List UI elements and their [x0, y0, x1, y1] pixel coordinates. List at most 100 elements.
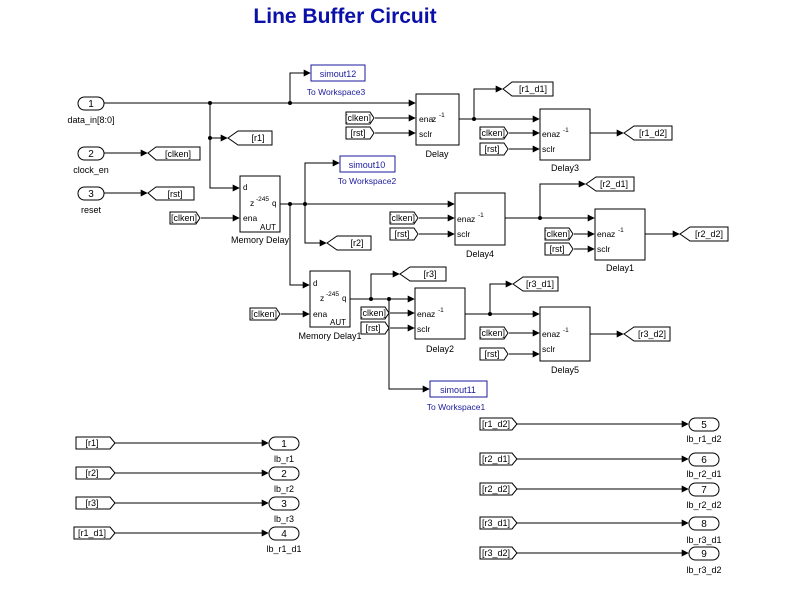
- svg-text:z: z: [250, 198, 254, 208]
- output-lb-r2-d2[interactable]: [r2_d2] 7 lb_r2_d2: [479, 482, 722, 510]
- from-rst[interactable]: [rst]: [389, 227, 419, 241]
- svg-text:[r1]: [r1]: [85, 438, 98, 448]
- svg-text:[r2]: [r2]: [350, 238, 363, 248]
- goto-r2-d2[interactable]: [r2_d2]: [679, 226, 729, 242]
- svg-text:[rst]: [rst]: [550, 244, 565, 254]
- signal-lines: [104, 69, 680, 393]
- delay1-block[interactable]: ena z -1 sclr Delay1: [594, 208, 646, 273]
- workspace-label: To Workspace3: [307, 87, 366, 97]
- goto-r2[interactable]: [r2]: [326, 235, 372, 251]
- delay-block[interactable]: ena z -1 sclr Delay: [415, 93, 460, 159]
- from-clken[interactable]: [clken]: [345, 111, 375, 125]
- memory-delay1-block[interactable]: d z -245 q ena AUT Memory Delay1: [298, 270, 362, 341]
- from-clken[interactable]: [clken]: [360, 306, 390, 320]
- block-label: Memory Delay: [231, 235, 290, 245]
- svg-text:[rst]: [rst]: [351, 128, 366, 138]
- svg-text:[r2_d1]: [r2_d1]: [600, 179, 628, 189]
- svg-text:AUT: AUT: [330, 318, 346, 327]
- to-workspace-2[interactable]: simout10 To Workspace2: [338, 155, 397, 186]
- from-clken[interactable]: [clken]: [479, 126, 509, 140]
- block-label: Delay3: [551, 163, 579, 173]
- svg-text:[r1]: [r1]: [251, 133, 264, 143]
- junction-dots: [208, 101, 542, 316]
- from-clken[interactable]: [clken]: [389, 211, 419, 225]
- goto-rst[interactable]: [rst]: [147, 186, 195, 201]
- delay3-block[interactable]: ena z -1 sclr Delay3: [539, 108, 591, 173]
- svg-text:ena: ena: [243, 213, 257, 223]
- output-lb-r3[interactable]: [r3] 3 lb_r3: [75, 496, 300, 524]
- svg-text:-1: -1: [563, 327, 569, 334]
- inport-data-in[interactable]: 1 data_in[8:0]: [67, 96, 115, 125]
- goto-r3-d1[interactable]: [r3_d1]: [512, 276, 559, 292]
- inport-clock-en[interactable]: 2 clock_en: [73, 146, 109, 175]
- svg-text:8: 8: [701, 519, 707, 530]
- memory-delay-block[interactable]: d z -245 q ena AUT Memory Delay: [231, 175, 290, 245]
- svg-text:z: z: [556, 329, 560, 339]
- output-lb-r3-d2[interactable]: [r3_d2] 9 lb_r3_d2: [479, 546, 722, 575]
- goto-r1-d2[interactable]: [r1_d2]: [623, 125, 673, 141]
- output-lb-r1-d1[interactable]: [r1_d1] 4 lb_r1_d1: [73, 526, 302, 554]
- output-lb-r1-d2[interactable]: [r1_d2] 5 lb_r1_d2: [479, 417, 722, 444]
- inport-reset[interactable]: 3 reset: [77, 186, 105, 215]
- svg-text:[rst]: [rst]: [395, 229, 410, 239]
- from-clken[interactable]: [clken]: [479, 326, 509, 340]
- svg-text:sclr: sclr: [417, 324, 430, 334]
- outport-label: lb_r2: [274, 484, 294, 494]
- svg-text:6: 6: [701, 455, 707, 466]
- svg-text:3: 3: [88, 189, 94, 200]
- svg-text:simout12: simout12: [320, 69, 357, 79]
- svg-text:[r1_d2]: [r1_d2]: [639, 128, 667, 138]
- delay5-block[interactable]: ena z -1 sclr Delay5: [539, 306, 591, 375]
- svg-text:[clken]: [clken]: [251, 309, 277, 319]
- from-rst[interactable]: [rst]: [479, 142, 509, 156]
- svg-text:[clken]: [clken]: [544, 229, 570, 239]
- outport-label: lb_r2_d2: [686, 500, 721, 510]
- svg-text:z: z: [320, 293, 324, 303]
- from-rst[interactable]: [rst]: [544, 242, 574, 256]
- block-label: Delay: [425, 149, 449, 159]
- goto-r1-d1[interactable]: [r1_d1]: [502, 81, 554, 97]
- svg-text:z: z: [556, 129, 560, 139]
- svg-text:[r1_d1]: [r1_d1]: [519, 84, 547, 94]
- svg-text:sclr: sclr: [542, 144, 555, 154]
- output-lb-r2-d1[interactable]: [r2_d1] 6 lb_r2_d1: [479, 452, 722, 479]
- to-workspace-3[interactable]: simout12 To Workspace3: [307, 64, 366, 97]
- from-rst[interactable]: [rst]: [479, 347, 509, 361]
- svg-text:[rst]: [rst]: [168, 189, 183, 199]
- svg-text:[clken]: [clken]: [171, 213, 197, 223]
- goto-r3-d2[interactable]: [r3_d2]: [623, 326, 671, 342]
- outport-label: lb_r3_d2: [686, 565, 721, 575]
- svg-text:sclr: sclr: [419, 129, 432, 139]
- svg-text:[rst]: [rst]: [366, 323, 381, 333]
- svg-text:[r3_d1]: [r3_d1]: [526, 279, 554, 289]
- svg-text:[clken]: [clken]: [389, 213, 415, 223]
- output-lb-r1[interactable]: [r1] 1 lb_r1: [75, 436, 300, 464]
- svg-text:ena: ena: [542, 329, 556, 339]
- block-label: Delay2: [426, 344, 454, 354]
- output-lb-r2[interactable]: [r2] 2 lb_r2: [75, 466, 300, 494]
- to-workspace-1[interactable]: simout11 To Workspace1: [427, 380, 488, 412]
- from-rst[interactable]: [rst]: [345, 126, 375, 140]
- goto-clken[interactable]: [clken]: [147, 146, 201, 161]
- svg-text:[r3_d2]: [r3_d2]: [482, 548, 510, 558]
- block-label: Memory Delay1: [298, 331, 361, 341]
- delay4-block[interactable]: ena z -1 sclr Delay4: [454, 192, 506, 259]
- delay2-block[interactable]: ena z -1 sclr Delay2: [414, 287, 466, 354]
- svg-text:[clken]: [clken]: [360, 308, 386, 318]
- from-clken[interactable]: [clken]: [249, 307, 281, 321]
- svg-text:[clken]: [clken]: [345, 113, 371, 123]
- goto-r3[interactable]: [r3]: [399, 266, 447, 282]
- goto-r2-d1[interactable]: [r2_d1]: [585, 176, 635, 192]
- from-clken[interactable]: [clken]: [169, 211, 201, 225]
- svg-text:AUT: AUT: [260, 223, 276, 232]
- block-label: Delay5: [551, 365, 579, 375]
- goto-r1[interactable]: [r1]: [227, 130, 273, 146]
- svg-text:[r3_d2]: [r3_d2]: [638, 329, 666, 339]
- output-lb-r3-d1[interactable]: [r3_d1] 8 lb_r3_d1: [479, 516, 722, 545]
- from-rst[interactable]: [rst]: [360, 321, 390, 335]
- from-clken[interactable]: [clken]: [544, 227, 574, 241]
- svg-text:z: z: [611, 229, 615, 239]
- svg-text:z: z: [431, 309, 435, 319]
